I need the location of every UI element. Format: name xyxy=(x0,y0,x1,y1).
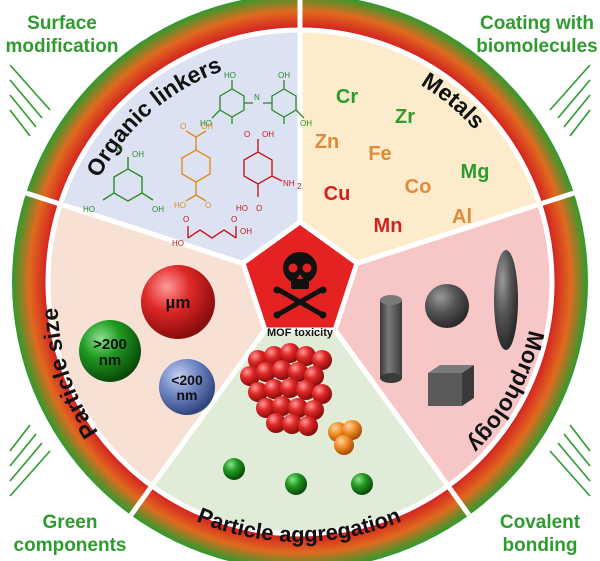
svg-text:bonding: bonding xyxy=(503,535,578,556)
svg-text:Covalent: Covalent xyxy=(500,512,581,533)
svg-text:OH: OH xyxy=(240,227,252,236)
red-particle xyxy=(266,413,286,433)
sector-particle-size xyxy=(45,200,305,490)
metal-zn: Zn xyxy=(315,131,339,153)
svg-text:OH: OH xyxy=(152,205,164,214)
red-particle xyxy=(272,396,292,416)
metal-zr: Zr xyxy=(395,106,415,128)
red-particle xyxy=(240,366,260,386)
svg-text:HO: HO xyxy=(174,201,186,210)
skull-crossbones-icon xyxy=(273,252,327,319)
svg-text:HO: HO xyxy=(172,239,184,248)
metal-mn: Mn xyxy=(374,215,403,237)
svg-text:Surface: Surface xyxy=(27,13,97,34)
center-label: MOF toxicity xyxy=(267,327,334,339)
ring-dividers xyxy=(25,0,575,517)
corner-hatch-lines xyxy=(9,64,591,497)
red-particle xyxy=(312,350,332,370)
sector-morphology xyxy=(295,200,555,490)
sphere-shape xyxy=(425,284,469,328)
svg-text:HO: HO xyxy=(83,205,95,214)
particle-over-200nm: >200 nm xyxy=(79,320,141,382)
svg-text:HO: HO xyxy=(224,71,236,80)
red-particle xyxy=(280,343,300,363)
svg-text:OH: OH xyxy=(300,119,312,128)
svg-text:Coating with: Coating with xyxy=(480,13,594,34)
svg-text:O: O xyxy=(180,122,186,131)
metal-cu: Cu xyxy=(324,183,351,205)
red-particle xyxy=(256,362,276,382)
red-particle xyxy=(298,416,318,436)
svg-text:O: O xyxy=(205,201,211,210)
corner-label-green-components: Green components xyxy=(14,512,127,556)
red-particle xyxy=(312,384,332,404)
svg-text:OH: OH xyxy=(201,122,213,131)
cylinder-shape xyxy=(380,295,402,383)
red-particle xyxy=(248,382,268,402)
red-particle xyxy=(256,398,276,418)
sector-metals xyxy=(297,27,543,286)
svg-text:O: O xyxy=(256,204,262,213)
metal-mg: Mg xyxy=(461,161,490,183)
metal-al: Al xyxy=(452,206,472,228)
svg-text:modification: modification xyxy=(6,36,119,57)
svg-text:O: O xyxy=(183,215,189,224)
corner-label-coating-biomolecules: Coating with biomolecules xyxy=(476,13,597,57)
svg-text:OH: OH xyxy=(262,130,274,139)
svg-text:components: components xyxy=(14,535,127,556)
aggregated-orange-particles xyxy=(328,420,362,455)
svg-text:OH: OH xyxy=(132,150,144,159)
svg-text:O: O xyxy=(231,215,237,224)
particle-micrometer: µm xyxy=(141,265,215,339)
cube-shape xyxy=(428,365,474,406)
svg-text:N: N xyxy=(254,93,260,102)
svg-text:nm: nm xyxy=(177,387,198,403)
chem-structure-azobenzene-tetracarboxylate: N HO OH HO OH xyxy=(200,71,312,128)
red-particle xyxy=(282,414,302,434)
red-particle xyxy=(264,379,284,399)
chem-structure-terephthalic-acid: OH O HO O xyxy=(174,122,213,210)
svg-text:nm: nm xyxy=(99,352,122,369)
ellipsoid-shape xyxy=(494,250,518,350)
svg-text:HO: HO xyxy=(236,204,248,213)
red-particle xyxy=(280,378,300,398)
particle-under-200nm: <200 nm xyxy=(159,359,215,415)
metal-co: Co xyxy=(405,176,432,198)
svg-text:2: 2 xyxy=(297,182,302,191)
svg-text:O: O xyxy=(116,145,122,154)
red-particle xyxy=(296,346,316,366)
red-particle xyxy=(288,398,308,418)
corner-label-surface-modification: Surface modification xyxy=(6,13,119,57)
dispersed-green-particles xyxy=(223,458,373,495)
svg-text:biomolecules: biomolecules xyxy=(476,36,597,57)
svg-text:OH: OH xyxy=(278,71,290,80)
chem-structure-trimesic-acid: OH O HO OH xyxy=(83,145,164,214)
svg-text:>200: >200 xyxy=(93,336,127,353)
metal-fe: Fe xyxy=(368,143,391,165)
svg-text:NH: NH xyxy=(283,179,295,188)
chem-structure-fumaric-acid: HO OH O O xyxy=(172,215,252,248)
svg-text:µm: µm xyxy=(166,293,191,312)
svg-text:<200: <200 xyxy=(171,372,203,388)
aggregated-red-particles xyxy=(240,343,332,436)
corner-label-covalent-bonding: Covalent bonding xyxy=(500,512,581,556)
svg-text:HO: HO xyxy=(200,119,212,128)
svg-text:O: O xyxy=(244,130,250,139)
red-particle xyxy=(288,362,308,382)
svg-text:Green: Green xyxy=(43,512,98,533)
red-particle xyxy=(272,360,292,380)
metal-cr: Cr xyxy=(336,86,358,108)
chem-structure-aminoterephthalic-acid: OH O NH 2 HO O xyxy=(236,130,302,213)
red-particle xyxy=(304,400,324,420)
morphology-shapes xyxy=(380,250,518,406)
red-particle xyxy=(296,380,316,400)
